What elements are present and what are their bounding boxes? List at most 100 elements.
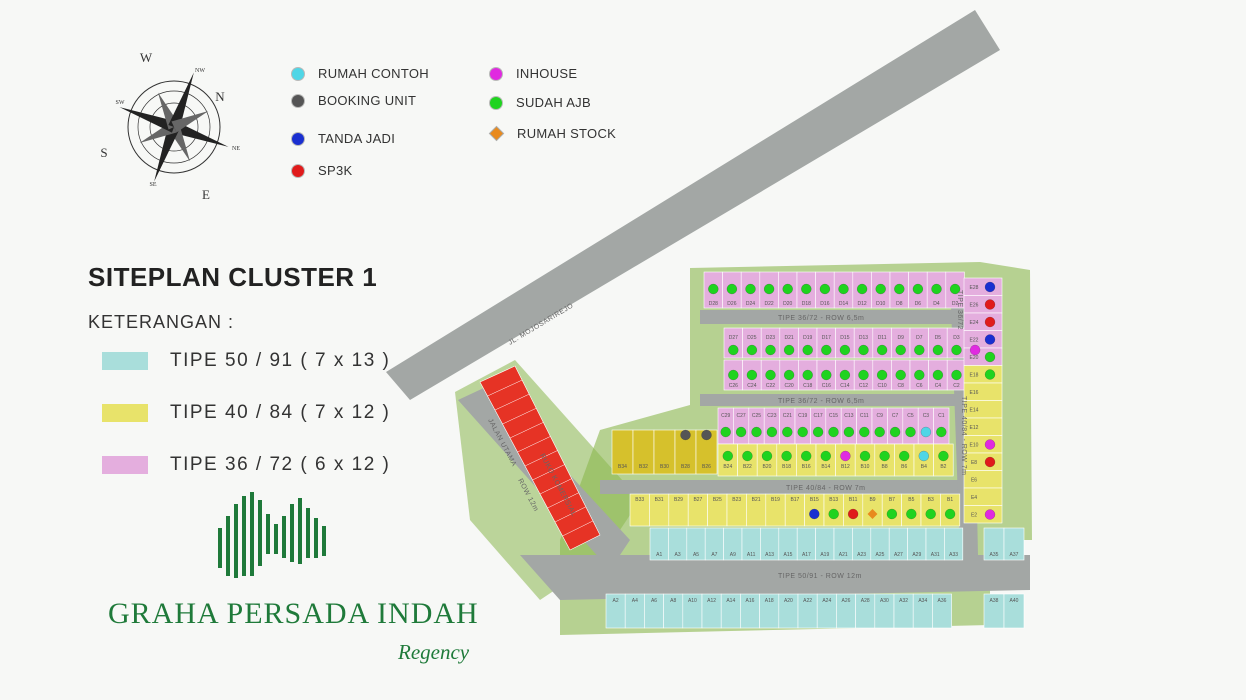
status-marker [914, 344, 925, 356]
lot-label: E18 [970, 373, 979, 379]
status-marker [859, 426, 870, 438]
lot [944, 527, 964, 561]
lot-label: D28 [709, 301, 718, 307]
lot-label: C20 [785, 383, 794, 389]
lot-label: A37 [1010, 552, 1019, 558]
lot [963, 505, 1003, 524]
lot-label: D16 [820, 301, 829, 307]
status-marker [895, 369, 906, 381]
status-marker [876, 344, 888, 356]
lot-label: D3 [953, 335, 960, 341]
lot-label: A21 [839, 552, 848, 558]
tipe-swatch [102, 456, 148, 474]
lot-label: A11 [747, 552, 756, 558]
lot-label: A32 [899, 598, 908, 604]
road-label-tipe: TIPE 40/84 - ROW 7m [786, 485, 866, 492]
lot-label: C9 [876, 413, 883, 419]
status-marker [839, 369, 851, 381]
legend-label: TANDA JADI [318, 131, 396, 146]
status-marker [766, 426, 778, 438]
lot-label: D15 [840, 335, 849, 341]
status-marker [828, 426, 839, 438]
lot-label: A29 [912, 552, 921, 558]
lot-label: D26 [727, 301, 736, 307]
lot-label: A24 [822, 598, 831, 604]
lot-label: C2 [953, 383, 960, 389]
row-7m-road [600, 480, 970, 494]
lot-label: C10 [878, 383, 887, 389]
lot-label: B3 [928, 497, 934, 503]
road-label-tipe: TIPE 50/91 - ROW 12m [778, 573, 862, 580]
logo-bar [226, 516, 230, 576]
tipe-label: TIPE 40 / 84 ( 7 x 12 ) [170, 402, 391, 423]
compass-label: SW [116, 100, 125, 106]
circle-marker-icon [490, 67, 502, 80]
compass-point [168, 72, 194, 130]
status-marker [746, 344, 758, 356]
status-marker [906, 508, 917, 520]
lot-label: C17 [814, 413, 823, 419]
lot-label: A2 [613, 598, 619, 604]
lot-label: B5 [908, 497, 914, 503]
lot-label: B11 [849, 497, 858, 503]
lot-label: C23 [767, 413, 776, 419]
lot-label: C25 [752, 413, 761, 419]
legend-item: RUMAH CONTOH [292, 66, 429, 81]
lot-label: C15 [829, 413, 838, 419]
logo-bar [218, 528, 222, 568]
lot-label: A33 [949, 552, 958, 558]
lot-label: A20 [784, 598, 793, 604]
status-marker [875, 283, 886, 295]
status-marker [809, 508, 820, 520]
lot-divider [562, 520, 594, 537]
tipe-swatch [102, 352, 148, 370]
compass-label: NW [195, 68, 205, 74]
compass-ring [149, 102, 199, 152]
status-marker [984, 281, 996, 293]
status-marker [879, 450, 890, 462]
status-marker [782, 426, 793, 438]
status-marker [944, 508, 956, 520]
status-marker [720, 426, 731, 438]
lot-label: B7 [889, 497, 895, 503]
lot [963, 452, 1003, 471]
status-marker [742, 450, 753, 462]
status-marker [839, 344, 851, 356]
lot-label: B6 [901, 464, 907, 470]
status-marker [889, 426, 901, 438]
lot-label: D22 [765, 301, 774, 307]
lot-label: A5 [693, 552, 699, 558]
brand-subtitle: Regency [398, 640, 470, 664]
lot-label: D5 [935, 335, 942, 341]
lot-label: D11 [878, 335, 887, 341]
lot-label: C16 [822, 383, 831, 389]
compass-point [171, 110, 209, 133]
tipe-swatch [102, 404, 148, 422]
status-marker [765, 344, 776, 356]
status-marker [828, 508, 839, 520]
tipe-label: TIPE 36 / 72 ( 6 x 12 ) [170, 454, 391, 475]
circle-marker-icon [292, 164, 304, 177]
lot-label: A3 [675, 552, 681, 558]
status-marker [984, 439, 996, 450]
status-marker [821, 369, 832, 381]
lot-label: D23 [766, 335, 775, 341]
lot-label: A28 [861, 598, 870, 604]
lot-label: B33 [635, 497, 644, 503]
status-marker [925, 508, 936, 520]
lot-label: A12 [707, 598, 716, 604]
status-marker [819, 283, 831, 295]
status-marker [920, 426, 932, 438]
lot-label: A34 [918, 598, 927, 604]
lot-label: B30 [660, 464, 669, 470]
legend-label: SUDAH AJB [516, 95, 591, 110]
lot-label: A1 [656, 552, 662, 558]
compass-label: N [215, 89, 225, 104]
lot-label: B31 [655, 497, 664, 503]
lot-label: E2 [971, 513, 977, 519]
lot-label: A22 [803, 598, 812, 604]
lot-label: A36 [938, 598, 947, 604]
status-marker [918, 450, 930, 462]
lot-label: E8 [971, 460, 977, 466]
